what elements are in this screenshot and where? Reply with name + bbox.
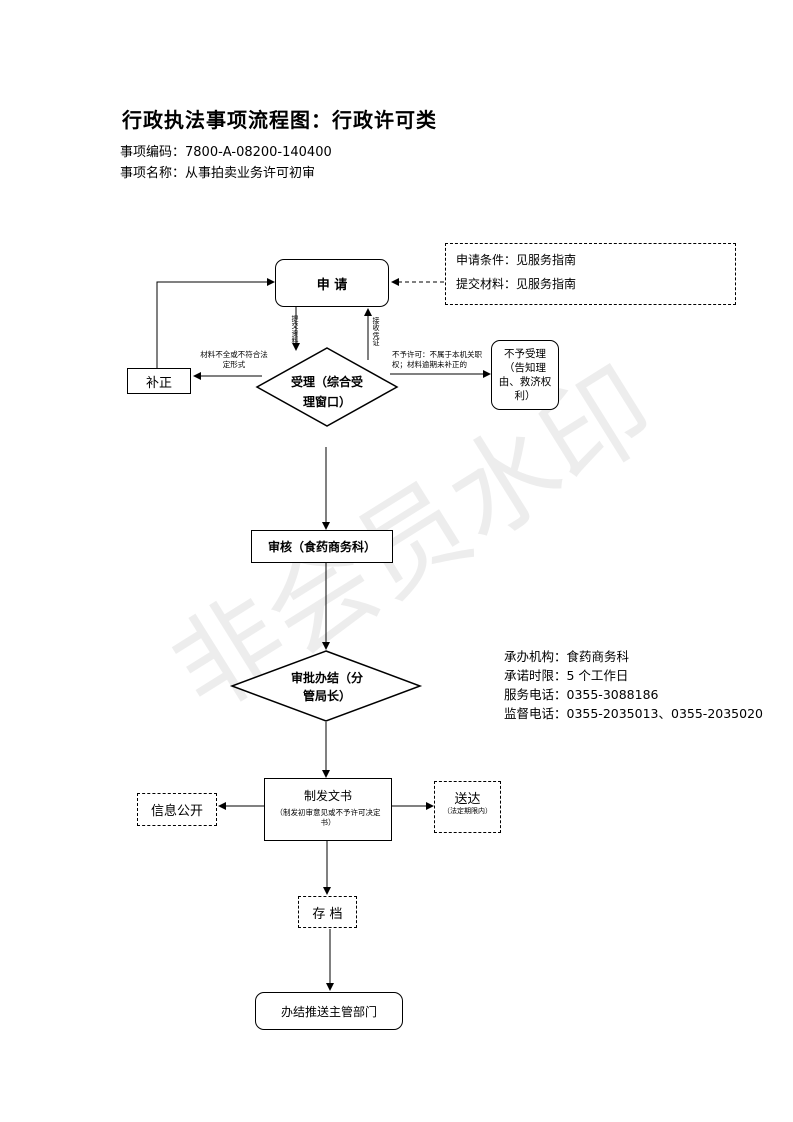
reject-node: 不予受理（告知理由、救济权利） (491, 340, 559, 410)
info-time-limit: 承诺时限：5 个工作日 (504, 668, 629, 683)
conditions-line: 申请条件：见服务指南 (456, 253, 577, 267)
document-title: 制发文书 (303, 789, 352, 803)
push-node: 办结推送主管部门 (255, 992, 403, 1030)
approve-line-1: 审批办结（分 (290, 671, 363, 685)
edge-label-incomplete: 材料不全或不符合法定形式 (200, 350, 268, 369)
apply-node: 申 请 (275, 259, 389, 307)
edge-label-receipt: 接收凭证 (372, 317, 380, 348)
accept-line-1: 受理（综合受 (290, 375, 363, 389)
document-subtitle: （制发初审意见或不予许可决定书） (275, 808, 381, 827)
approve-line-2: 管局长） (302, 689, 351, 703)
archive-node: 存 档 (298, 896, 357, 928)
item-name-value: 从事拍卖业务许可初审 (185, 166, 316, 181)
approve-diamond (229, 650, 423, 722)
deliver-subtitle: （法定期限内） (443, 807, 492, 815)
approve-node: 审批办结（分 管局长） (272, 669, 382, 703)
conditions-note: 申请条件：见服务指南 提交材料：见服务指南 (445, 243, 736, 305)
item-code: 事项编码：7800-A-08200-140400 (120, 145, 332, 160)
item-name: 事项名称：从事拍卖业务许可初审 (120, 162, 315, 181)
info-service-phone: 服务电话：0355-3088186 (504, 687, 659, 702)
document-node: 制发文书 （制发初审意见或不予许可决定书） (264, 778, 392, 841)
correction-node: 补正 (127, 368, 191, 394)
review-node: 审核（食药商务科） (251, 530, 393, 563)
info-supervision-phone: 监督电话：0355-2035013、0355-2035020 (504, 706, 763, 721)
accept-diamond (255, 347, 399, 427)
publicity-node: 信息公开 (137, 793, 217, 826)
page-title: 行政执法事项流程图：行政许可类 (122, 108, 437, 132)
info-agency: 承办机构：食药商务科 (504, 649, 630, 664)
edge-label-submit: 提交资料 (291, 315, 299, 346)
arrow-correction-to-apply (156, 278, 275, 368)
deliver-title: 送达 (454, 792, 481, 807)
materials-line: 提交材料：见服务指南 (456, 277, 577, 291)
edge-label-not-eligible: 不予许可：不属于本机关职权；材料逾期未补正的 (392, 350, 482, 369)
accept-line-2: 理窗口） (302, 395, 351, 410)
accept-node: 受理（综合受 理窗口） (282, 372, 372, 413)
item-name-label: 事项名称： (120, 166, 186, 181)
deliver-node: 送达 （法定期限内） (434, 781, 501, 833)
